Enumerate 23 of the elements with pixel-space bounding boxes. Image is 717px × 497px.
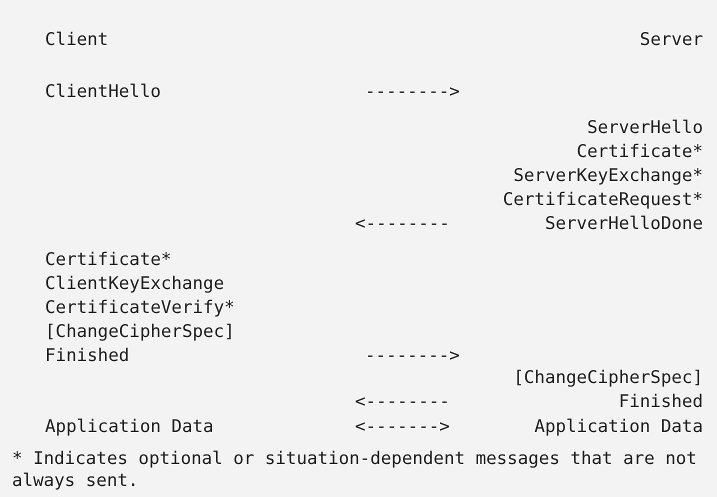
message-name: ServerHello <box>586 117 703 140</box>
ascii-arrow: <-------- <box>355 213 450 236</box>
message-name: ServerHelloDone <box>544 213 703 236</box>
ascii-arrow: <-------- <box>355 391 450 414</box>
message-name: Finished <box>618 391 703 414</box>
message-name: ClientKeyExchange <box>45 273 226 296</box>
message-name: Certificate* <box>576 141 703 164</box>
column-heading: Client <box>45 29 108 52</box>
message-name: ClientHello <box>45 81 161 104</box>
footnote: * Indicates optional or situation-dependent messages that are not always sent. <box>12 448 698 492</box>
message-name: Finished <box>45 345 130 368</box>
message-name: Certificate* <box>45 249 172 272</box>
ascii-arrow: <-------> <box>355 416 450 439</box>
ascii-arrow: --------> <box>365 81 460 104</box>
message-name: Application Data <box>534 416 703 439</box>
message-name: CertificateRequest* <box>502 189 703 212</box>
message-name: [ChangeCipherSpec] <box>45 321 235 344</box>
message-name: ServerKeyExchange* <box>512 165 703 188</box>
ascii-arrow: --------> <box>365 345 460 368</box>
column-heading: Server <box>640 29 703 52</box>
message-name: Application Data <box>45 416 214 439</box>
message-name: [ChangeCipherSpec] <box>513 367 703 390</box>
message-name: CertificateVerify* <box>45 297 235 320</box>
